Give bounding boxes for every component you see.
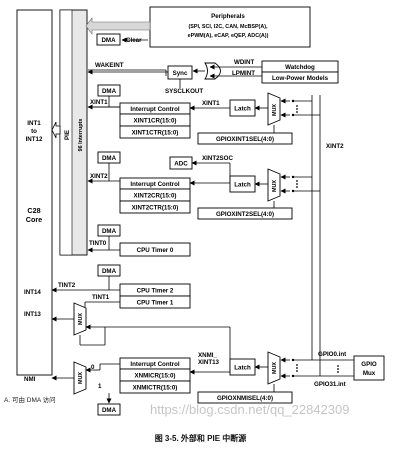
xint2soc-label: XINT2SOC xyxy=(202,155,233,162)
peripheral-bus-arrow xyxy=(85,17,151,35)
mux-nmi-input-0: 0 xyxy=(91,364,95,371)
gpioxint1sel-label: GPIOXINT1SEL(4:0) xyxy=(216,136,274,143)
xnmictr-label: XNMICTR(15:0) xyxy=(133,385,178,392)
adc-label: ADC xyxy=(174,161,188,168)
dma-label-nmi: DMA xyxy=(102,407,117,414)
tint0-label: TINT0 xyxy=(89,240,107,247)
dma-box-top xyxy=(96,33,121,46)
c28-core-label-line1: C28 xyxy=(27,206,40,215)
xint2ctr-label: XINT2CTR(15:0) xyxy=(132,205,179,212)
xnmictr-register xyxy=(119,380,191,394)
peripherals-line1: (SPI, SCI, I2C, CAN, McBSP(A), xyxy=(188,24,268,30)
watchdog-label: Watchdog xyxy=(285,64,315,71)
mux-int13 xyxy=(73,302,87,336)
low-power-models-box xyxy=(261,71,339,84)
xint2-right-label: XINT2 xyxy=(326,143,344,150)
xint2cr-label: XINT2CR(15:0) xyxy=(134,193,177,200)
int1-to-int12-label-2: to xyxy=(31,128,37,135)
footnote: A. 可由 DMA 访问 xyxy=(4,397,56,404)
int1-to-int12-label-3: INT12 xyxy=(26,136,43,143)
gpioxnmisel-label: GPIOXNMISEL(4:0) xyxy=(217,395,273,402)
gpio31-int-label: GPIO31.int xyxy=(314,381,346,388)
latch-label-2: Latch xyxy=(234,182,251,189)
xnmi-xint13-label-2: XINT13 xyxy=(198,359,220,366)
int13-label: INT13 xyxy=(24,311,41,318)
xint1-label: XINT1 xyxy=(90,99,108,106)
xint2-label: XINT2 xyxy=(90,173,108,180)
figure-caption: 图 3-5. 外部和 PIE 中断源 xyxy=(154,434,247,443)
mux-2 xyxy=(267,168,281,202)
sysclkout-label: SYSCLKOUT xyxy=(165,88,203,95)
dma-label-timer2: DMA xyxy=(102,268,117,275)
or-gate xyxy=(204,62,221,80)
mux-3 xyxy=(267,351,281,385)
gpioxint2sel-box xyxy=(197,207,293,220)
wdint-label: WDINT xyxy=(234,59,254,66)
mux-label-int13: MUX xyxy=(78,313,84,325)
peripherals-title: Peripherals xyxy=(211,13,245,20)
tint1-label: TINT1 xyxy=(92,294,110,301)
cpu-timer1-label: CPU Timer 1 xyxy=(137,300,174,307)
lpmint-label: LPMINT xyxy=(232,70,255,77)
clear-label: Clear xyxy=(126,37,142,44)
mux-label-1: MUX xyxy=(272,104,278,116)
mux-label-2: MUX xyxy=(272,180,278,192)
dma-label-top: DMA xyxy=(101,37,116,44)
gpio-mux-label-2: Mux xyxy=(363,370,376,377)
int14-label: INT14 xyxy=(24,289,41,296)
pie-label: PIE xyxy=(64,130,71,140)
gpioxnmisel-box xyxy=(197,391,293,404)
xint1cr-label: XINT1CR(15:0) xyxy=(134,118,177,125)
mux-1 xyxy=(267,92,281,126)
cpu-timer0-box xyxy=(119,242,191,257)
dma-label-xint1: DMA xyxy=(102,88,117,95)
c28-core-block xyxy=(16,9,53,376)
peripherals-box xyxy=(149,6,311,48)
xint2ctr-register xyxy=(119,200,191,214)
gpio-mux-box xyxy=(353,355,385,381)
xnmi-xint13-label-1: XNMI_ xyxy=(198,352,217,359)
xint1ctr-register xyxy=(119,125,191,139)
interrupt-control-label-3: Interrupt Control xyxy=(130,361,179,368)
sync-label: Sync xyxy=(173,70,188,77)
dma-label-xint2: DMA xyxy=(102,155,117,162)
c28-core-label-line2: Core xyxy=(26,215,42,224)
int1-to-int12-label-1: INT1 xyxy=(27,120,41,127)
gpio-mux-label-1: GPIO xyxy=(361,361,377,368)
mux-nmi xyxy=(73,361,87,395)
peripherals-line2: ePWM(A), eCAP, eQEP, ADC(A)) xyxy=(188,33,269,39)
xint1-input-label: XINT1 xyxy=(202,100,220,107)
latch-label-3: Latch xyxy=(234,365,251,372)
gpioxint1sel-box xyxy=(197,132,293,145)
mux-nmi-input-1: 1 xyxy=(98,383,102,390)
gpioxint2sel-label: GPIOXINT2SEL(4:0) xyxy=(216,211,274,218)
gpio0-int-label: GPIO0.int xyxy=(318,351,346,358)
pie-to-core-arrow xyxy=(51,121,61,139)
mux-label-nmi: MUX xyxy=(78,372,84,384)
interrupts-96-label: 96 Interrupts xyxy=(78,119,84,152)
latch-label-1: Latch xyxy=(234,106,251,113)
dma-label-timer0: DMA xyxy=(102,228,117,235)
low-power-models-label: Low-Power Models xyxy=(272,75,329,82)
wakeint-label: WAKEINT xyxy=(95,62,124,69)
xnmicr-label: XNMICR(15:0) xyxy=(135,373,176,380)
cpu-timer2-label: CPU Timer 2 xyxy=(137,288,174,295)
cpu-timer0-label: CPU Timer 0 xyxy=(137,247,174,254)
nmi-label: NMI xyxy=(24,376,36,383)
xint1ctr-label: XINT1CTR(15:0) xyxy=(132,130,179,137)
interrupt-control-label-2: Interrupt Control xyxy=(130,181,179,188)
dma-box-nmi xyxy=(97,403,121,416)
interrupt-control-label-1: Interrupt Control xyxy=(130,106,179,113)
tint2-label: TINT2 xyxy=(58,282,76,289)
mux-label-3: MUX xyxy=(272,362,278,374)
